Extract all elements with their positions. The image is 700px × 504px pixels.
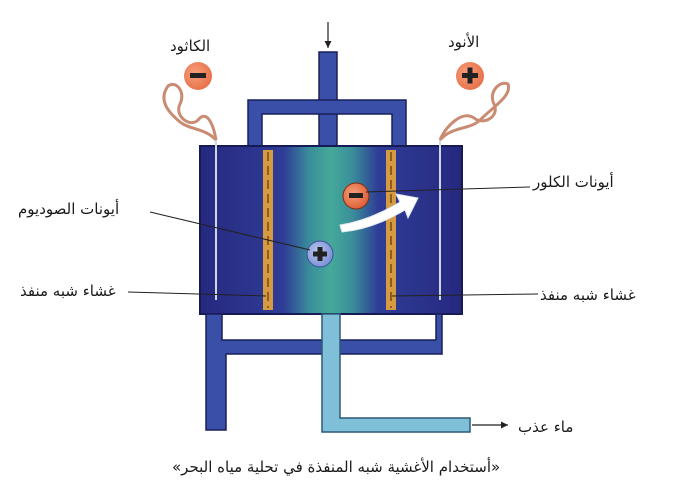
membrane-right <box>386 150 396 310</box>
diagram-caption: «أستخدام الأغشية شبه المنفذة في تحلية مي… <box>172 458 501 476</box>
cathode-wire <box>162 83 218 142</box>
fresh-water-pipe <box>321 313 471 433</box>
cathode-label: الكاثود <box>170 37 211 55</box>
electrolysis-tank <box>199 145 463 315</box>
cathode-sign <box>184 62 212 90</box>
chloride-ion <box>342 182 370 210</box>
anode-sign <box>456 62 484 90</box>
chloride-pointer <box>365 186 531 193</box>
sodium-pointer <box>149 211 311 251</box>
membrane-left <box>263 150 273 310</box>
anode-label: الأنود <box>448 33 480 51</box>
fresh-water-label: ماء عذب <box>518 418 574 436</box>
chloride-ions-label: أيونات الكلور <box>533 173 614 191</box>
membrane-left-pointer <box>127 291 267 297</box>
membrane-left-label: غشاء شبه منفذ <box>20 282 116 300</box>
inlet-pipe <box>247 51 407 149</box>
sodium-ion <box>306 240 334 268</box>
anode-wire <box>438 81 511 142</box>
outlet-pipes <box>205 313 443 431</box>
ion-movement-arrow <box>339 193 419 233</box>
membrane-right-pointer <box>391 293 539 297</box>
sodium-ions-label: أيونات الصوديوم <box>18 200 120 218</box>
membrane-right-label: غشاء شبه منفذ <box>540 286 636 304</box>
